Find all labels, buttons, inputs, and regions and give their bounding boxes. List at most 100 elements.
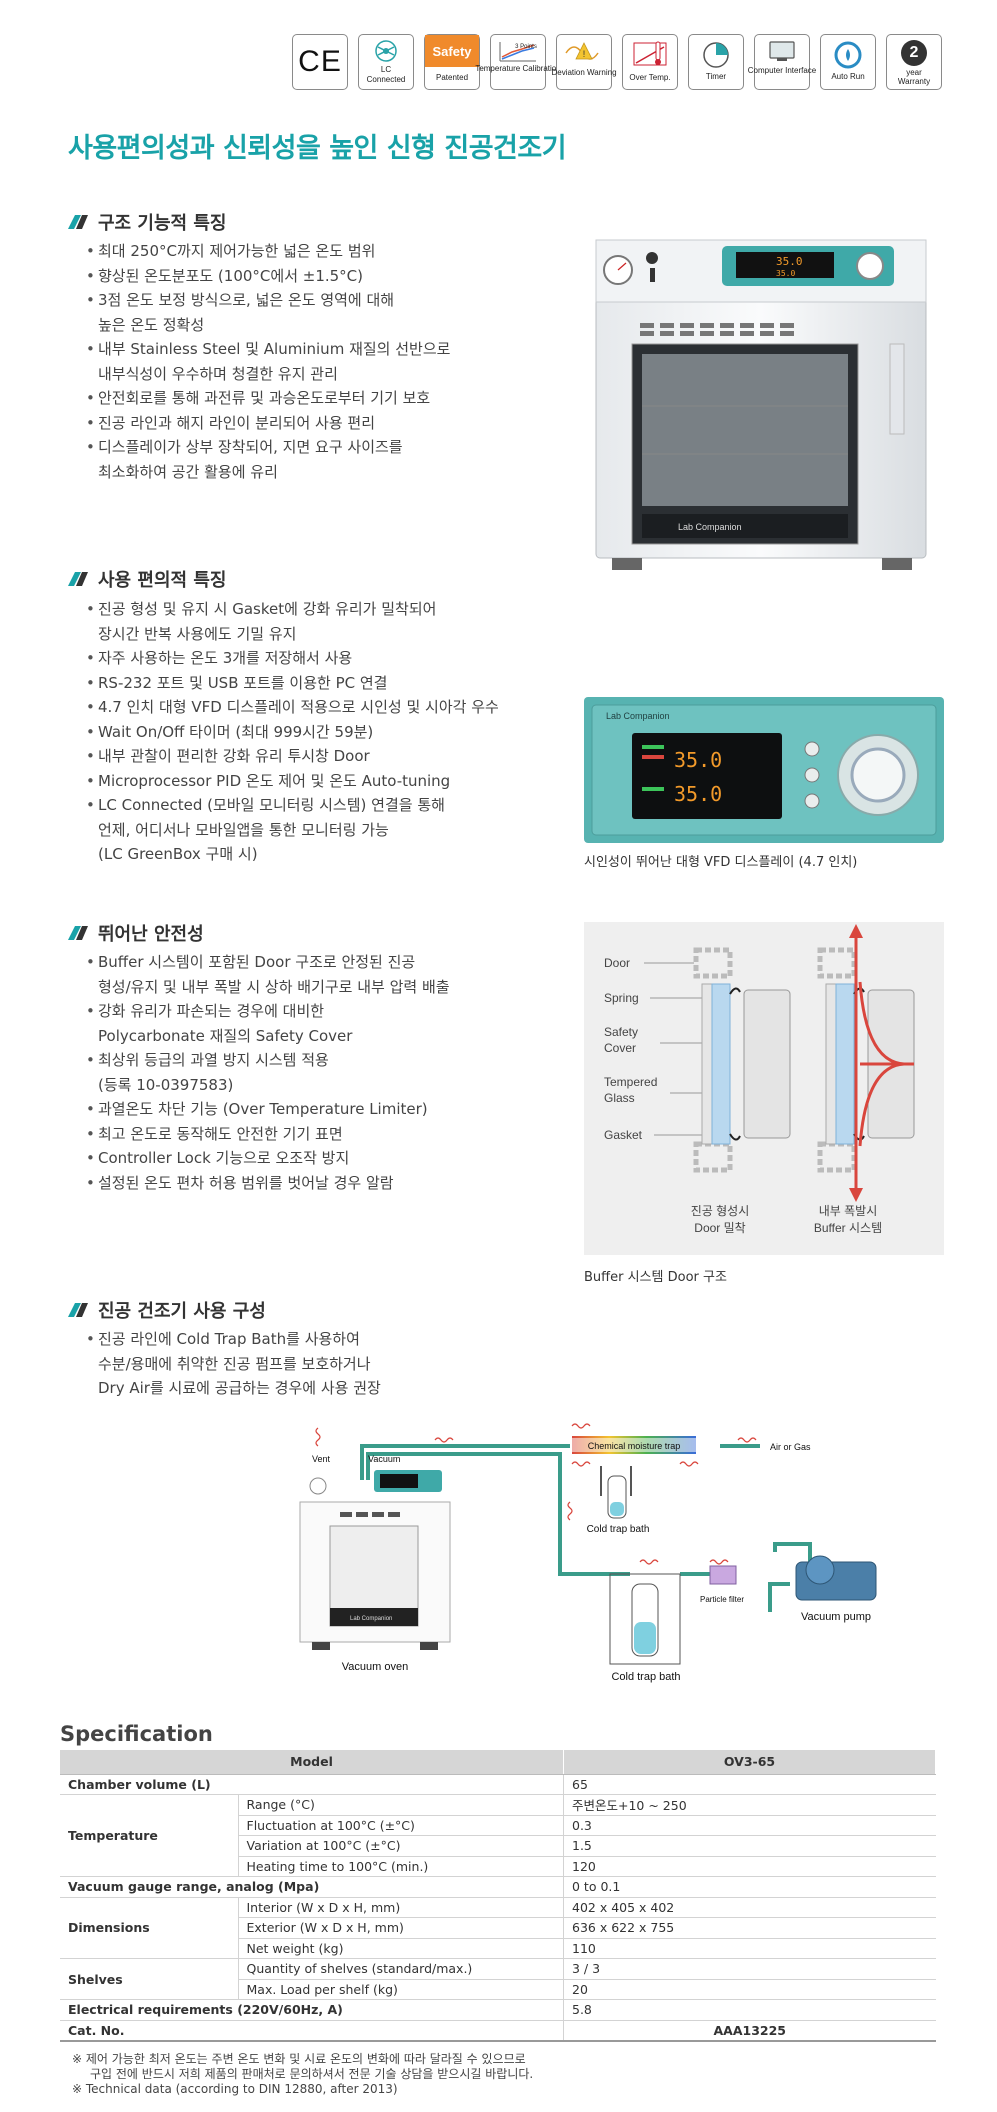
badge-label: Computer Interface xyxy=(747,66,817,75)
list-item-line: 진공 라인에 Cold Trap Bath를 사용하여 xyxy=(98,1330,360,1348)
list-item-line: 자주 사용하는 온도 3개를 저장해서 사용 xyxy=(98,649,353,667)
table-row: Cat. No. AAA13225 xyxy=(60,2020,936,2042)
list-item: 최고 온도로 동작해도 안전한 기기 표면 xyxy=(86,1122,450,1147)
section-title-safety: 뛰어난 안전성 xyxy=(68,920,204,946)
points-text: 3 Points xyxy=(515,44,537,50)
spec-sub-label: Max. Load per shelf (kg) xyxy=(237,1979,564,2000)
spec-value: 5.8 xyxy=(563,1999,936,2021)
timer-icon xyxy=(703,42,729,68)
chemical-trap-label: Chemical moisture trap xyxy=(588,1441,681,1451)
section-mark-icon xyxy=(68,926,88,940)
list-item-line: Microprocessor PID 온도 제어 및 온도 Auto-tunin… xyxy=(98,771,451,790)
spec-label: Electrical requirements (220V/60Hz, A) xyxy=(60,1999,564,2021)
list-item-line: 내부 관찰이 편리한 강화 유리 투시창 Door xyxy=(98,747,370,765)
list-item-line: 설정된 온도 편차 허용 범위를 벗어날 경우 알람 xyxy=(98,1173,394,1192)
diagram-label-safety: Safety xyxy=(604,1025,638,1039)
table-row: Temperature Range (°C) 주변온도+10 ~ 250 xyxy=(60,1794,936,1877)
list-item: 최상위 등급의 과열 방지 시스템 적용(등록 10-0397583) xyxy=(86,1048,450,1097)
diagram-caption-left-1: 진공 형성시 xyxy=(691,1204,750,1218)
diagram-label-spring: Spring xyxy=(604,991,639,1005)
spec-note: ※ Technical data (according to DIN 12880… xyxy=(72,2082,398,2096)
diagram-caption-right-1: 내부 폭발시 xyxy=(819,1204,878,1218)
section-title-text: 뛰어난 안전성 xyxy=(98,924,204,945)
spec-sub-label: Exterior (W x D x H, mm) xyxy=(237,1917,564,1939)
spec-sub-label: Variation at 100°C (±°C) xyxy=(237,1835,564,1857)
spec-value: 0 to 0.1 xyxy=(563,1876,936,1898)
diagram-label-tempered: Tempered xyxy=(604,1075,657,1089)
list-item-line: 장시간 반복 사용에도 기밀 유지 xyxy=(98,624,297,643)
structure-feature-list: 최대 250°C까지 제어가능한 넓은 온도 범위향상된 온도분포도 (100°… xyxy=(86,239,450,484)
badge-label: Patented xyxy=(435,73,469,82)
list-item: 자주 사용하는 온도 3개를 저장해서 사용 xyxy=(86,646,499,671)
list-item: 최대 250°C까지 제어가능한 넓은 온도 범위 xyxy=(86,239,450,264)
list-item: 설정된 온도 편차 허용 범위를 벗어날 경우 알람 xyxy=(86,1171,450,1196)
list-item-line: RS-232 포트 및 USB 포트를 이용한 PC 연결 xyxy=(98,673,388,692)
list-item-line: 과열온도 차단 기능 (Over Temperature Limiter) xyxy=(98,1100,428,1118)
spec-value: 65 xyxy=(563,1774,936,1795)
table-row: Electrical requirements (220V/60Hz, A) 5… xyxy=(60,1999,936,2021)
svg-text:35.0: 35.0 xyxy=(776,269,795,278)
list-item-line: (등록 10-0397583) xyxy=(98,1075,234,1094)
photo-brand-text: Lab Companion xyxy=(678,522,742,532)
diagram-label-gasket: Gasket xyxy=(604,1128,643,1142)
table-row: Shelves Quantity of shelves (standard/ma… xyxy=(60,1958,936,2000)
spec-sub-label: Range (°C) xyxy=(237,1794,564,1816)
list-item-line: 디스플레이가 상부 장착되어, 지면 요구 사이즈를 xyxy=(98,438,403,456)
lc-connected-badge: LC Connected xyxy=(358,34,414,90)
list-item: Wait On/Off 타이머 (최대 999시간 59분) xyxy=(86,720,499,745)
section-title-text: 구조 기능적 특징 xyxy=(98,213,227,234)
spec-label: Cat. No. xyxy=(60,2020,564,2042)
spec-value: 110 xyxy=(563,1938,936,1959)
section-title-text: 진공 건조기 사용 구성 xyxy=(98,1301,266,1322)
spec-header-row: Model OV3-65 xyxy=(60,1750,936,1775)
badge-label: Deviation Warning xyxy=(551,68,617,77)
calibration-graph-icon xyxy=(499,42,536,62)
spec-value: 636 x 622 x 755 xyxy=(563,1917,936,1939)
list-item-line: LC Connected (모바일 모니터링 시스템) 연결을 통해 xyxy=(98,796,445,814)
section-title-text: 사용 편의적 특징 xyxy=(98,570,227,591)
section-title-config: 진공 건조기 사용 구성 xyxy=(68,1297,266,1323)
list-item-line: Polycarbonate 재질의 Safety Cover xyxy=(98,1026,353,1045)
spec-sub-label: Interior (W x D x H, mm) xyxy=(237,1897,564,1918)
list-item: 내부 관찰이 편리한 강화 유리 투시창 Door xyxy=(86,744,499,769)
section-title-usability: 사용 편의적 특징 xyxy=(68,566,226,592)
deviation-warning-icon: ! xyxy=(565,42,599,60)
spec-label: Chamber volume (L) xyxy=(60,1774,564,1795)
badge-label: Temperature Calibration xyxy=(475,64,561,73)
spec-table: Model OV3-65 Chamber volume (L) 65 Tempe… xyxy=(60,1750,936,2042)
auto-run-icon xyxy=(834,41,862,69)
list-item: 안전회로를 통해 과전류 및 과승온도로부터 기기 보호 xyxy=(86,386,450,411)
list-item-line: 수분/용매에 취약한 진공 펌프를 보호하거나 xyxy=(98,1354,371,1373)
ce-badge: CE xyxy=(292,34,348,90)
badge-label: Timer xyxy=(705,72,727,81)
vent-label: Vent xyxy=(312,1454,331,1464)
list-item-line: 언제, 어디서나 모바일앱을 통한 모니터링 가능 xyxy=(98,820,389,839)
list-item-line: 최대 250°C까지 제어가능한 넓은 온도 범위 xyxy=(98,242,376,260)
list-item-line: 3점 온도 보정 방식으로, 넓은 온도 영역에 대해 xyxy=(98,291,395,309)
section-mark-icon xyxy=(68,215,88,229)
buffer-door-diagram: Door Spring Safety Cover Tempered Glass … xyxy=(584,922,944,1259)
section-title-structure: 구조 기능적 특징 xyxy=(68,209,226,235)
diagram-label-cover: Cover xyxy=(604,1041,636,1055)
table-row: Variation at 100°C (±°C) 1.5 xyxy=(60,1835,936,1857)
spec-header-value: OV3-65 xyxy=(563,1750,936,1775)
list-item-line: 높은 온도 정확성 xyxy=(98,315,205,334)
spec-value: 주변온도+10 ~ 250 xyxy=(563,1794,936,1816)
auto-run-badge: Auto Run xyxy=(820,34,876,90)
ce-mark: CE xyxy=(298,45,342,78)
list-item: 진공 라인과 해지 라인이 분리되어 사용 편리 xyxy=(86,411,450,436)
system-configuration-diagram: Chemical moisture trap Air or Gas Cold t… xyxy=(299,1402,900,1706)
safety-patented-badge: Safety Patented xyxy=(424,34,480,90)
display-set-temp: 35.0 xyxy=(674,748,722,772)
diagram-label-glass: Glass xyxy=(604,1091,635,1105)
vacuum-label: Vacuum xyxy=(368,1454,400,1464)
display-brand-text: Lab Companion xyxy=(606,711,670,721)
spec-note: ※ 제어 가능한 최저 온도는 주변 온도 변화 및 시료 온도의 변화에 따라… xyxy=(72,2052,526,2066)
